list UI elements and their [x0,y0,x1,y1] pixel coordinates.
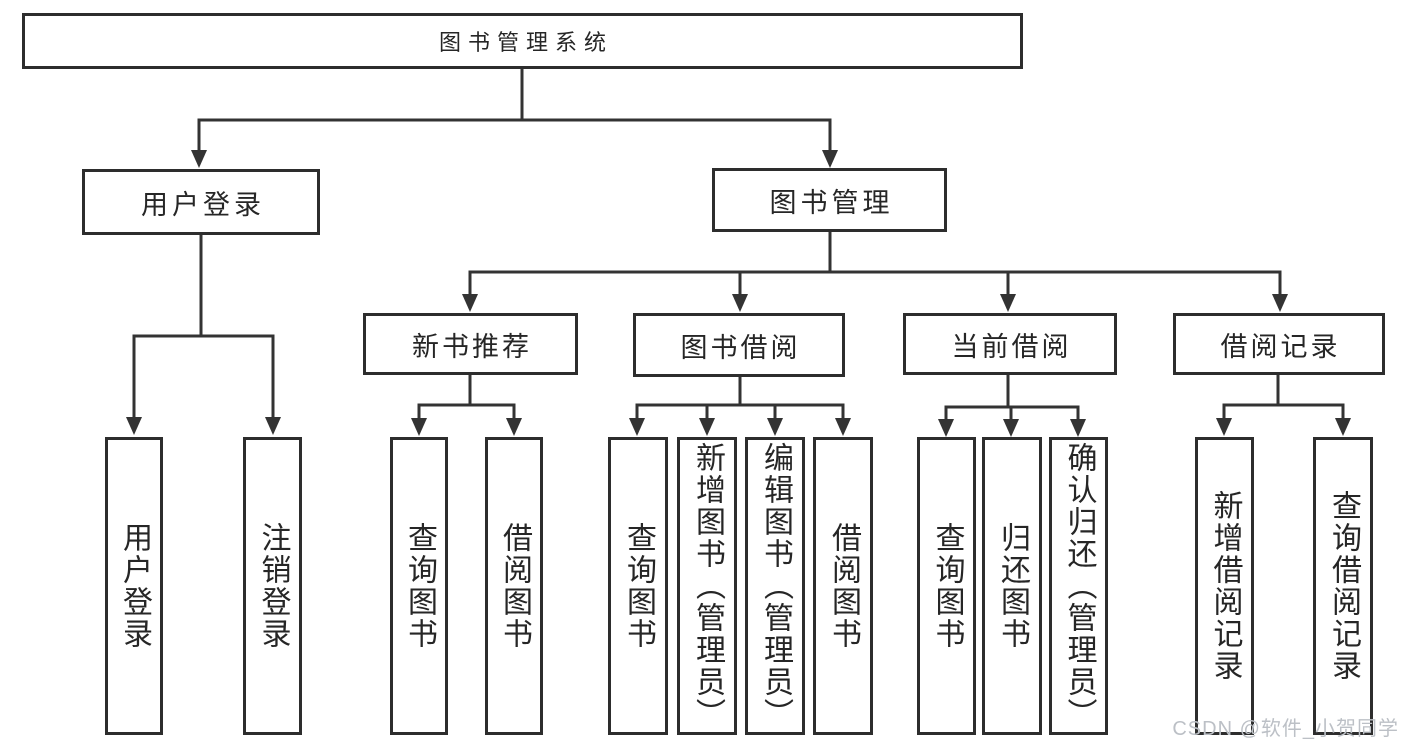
node-borrow-records: 借阅记录 [1173,313,1385,375]
leaf-borrow-book-recommend: 借阅图书 [485,437,543,735]
node-book-management: 图书管理 [712,168,947,232]
node-new-book-recommend: 新书推荐 [363,313,578,375]
leaf-query-book-current: 查询图书 [917,437,976,735]
node-user-login: 用户登录 [82,169,320,235]
leaf-query-book-borrow: 查询图书 [608,437,668,735]
leaf-user-login: 用户登录 [105,437,163,735]
leaf-query-book-recommend: 查询图书 [390,437,448,735]
node-current-borrow: 当前借阅 [903,313,1117,375]
leaf-query-borrow-record: 查询借阅记录 [1313,437,1373,735]
leaf-add-book-admin: 新增图书（管理员） [677,437,737,735]
leaf-add-borrow-record: 新增借阅记录 [1195,437,1254,735]
node-library-management-system: 图书管理系统 [22,13,1023,69]
leaf-edit-book-admin: 编辑图书（管理员） [745,437,805,735]
leaf-logout: 注销登录 [243,437,302,735]
leaf-borrow-book: 借阅图书 [813,437,873,735]
leaf-return-book: 归还图书 [982,437,1042,735]
node-book-borrow: 图书借阅 [633,313,845,377]
leaf-confirm-return-admin: 确认归还（管理员） [1049,437,1108,735]
